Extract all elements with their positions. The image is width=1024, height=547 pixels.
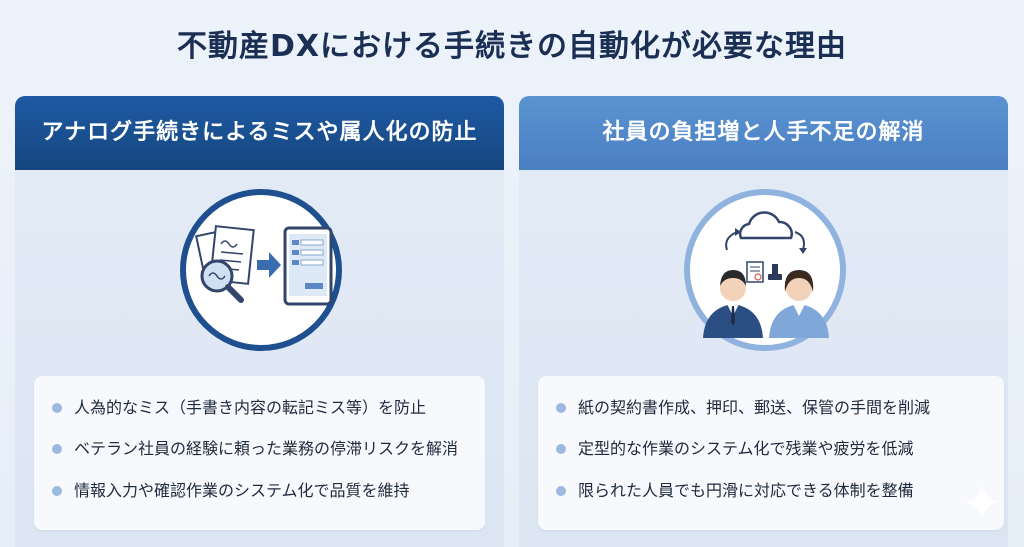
panel-header: 社員の負担増と人手不足の解消 <box>519 96 1008 170</box>
list-item: 人為的なミス（手書き内容の転記ミス等）を防止 <box>52 388 426 428</box>
bullet-dot-icon <box>556 402 566 413</box>
magnifier-icon <box>200 259 244 303</box>
tablet-form-icon <box>283 226 333 306</box>
bullet-dot-icon <box>556 485 566 496</box>
bullet-dot-icon <box>556 443 566 454</box>
bullet-list: 人為的なミス（手書き内容の転記ミス等）を防止 ベテラン社員の経験に頼った業務の停… <box>34 376 485 530</box>
bullet-dot-icon <box>52 402 62 413</box>
arrow-right-icon <box>257 252 281 278</box>
list-item: 情報入力や確認作業のシステム化で品質を維持 <box>52 471 410 511</box>
cloud-icon <box>738 211 793 240</box>
businessman-icon <box>703 270 763 338</box>
businesswoman-icon <box>769 270 829 338</box>
illustration-documents-to-tablet <box>180 189 342 351</box>
bullet-dot-icon <box>52 485 62 496</box>
list-item: ベテラン社員の経験に頼った業務の停滞リスクを解消 <box>52 429 458 469</box>
page-title: 不動産DXにおける手続きの自動化が必要な理由 <box>176 29 848 64</box>
list-item: 限られた人員でも円滑に対応できる体制を整備 <box>556 471 914 511</box>
document-icon <box>746 261 764 283</box>
illustration-cloud-staff <box>684 189 846 351</box>
bullet-list: 紙の契約書作成、押印、郵送、保管の手間を削減 定型的な作業のシステム化で残業や疲… <box>538 376 1004 530</box>
panel-analog-prevention: アナログ手続きによるミスや属人化の防止 <box>15 96 504 547</box>
stamp-icon <box>768 264 782 280</box>
sparkle-icon <box>964 484 1000 520</box>
bullet-dot-icon <box>52 443 62 454</box>
list-item: 定型的な作業のシステム化で残業や疲労を低減 <box>556 429 914 469</box>
list-item: 紙の契約書作成、押印、郵送、保管の手間を削減 <box>556 388 930 428</box>
panel-workload-reduction: 社員の負担増と人手不足の解消 <box>519 96 1008 547</box>
panel-header: アナログ手続きによるミスや属人化の防止 <box>15 96 504 170</box>
